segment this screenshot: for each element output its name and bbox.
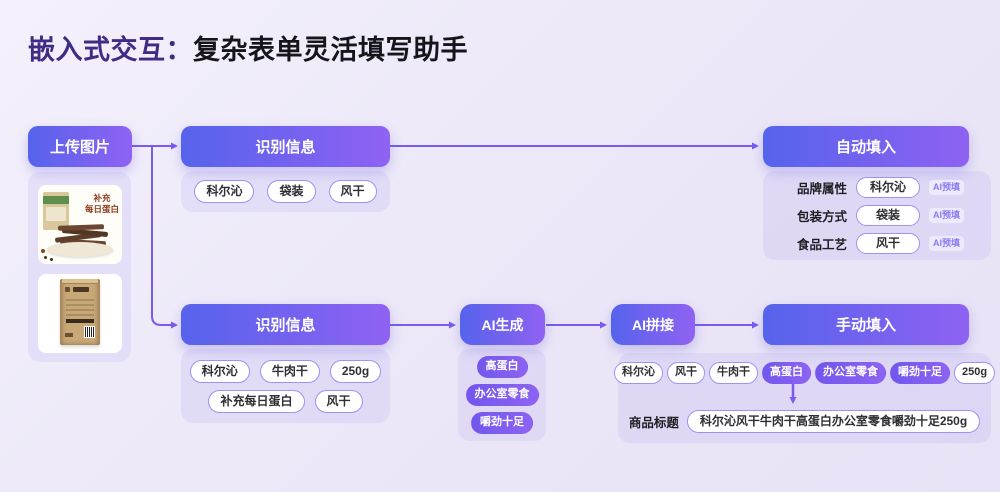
field-label: 品牌属性 (797, 182, 848, 196)
generated-tag-pill: 办公室零食 (465, 384, 539, 406)
auto-fill-button[interactable]: 自动填入 (763, 126, 969, 167)
field-value-pill[interactable]: 袋装 (856, 205, 921, 226)
field-label: 包装方式 (797, 210, 848, 224)
auto-fill-form-panel: 品牌属性 科尔沁 AI预填 包装方式 袋装 AI预填 食品工艺 风干 AI预填 (763, 171, 991, 260)
tag-pill: 风干 (666, 362, 705, 384)
generated-tag-pill: 嚼劲十足 (889, 362, 950, 384)
connector-upload-to-recognize-bottom (151, 146, 178, 329)
tag-pill: 科尔沁 (194, 180, 255, 203)
tag-pill: 牛肉干 (708, 362, 758, 384)
field-value-pill[interactable]: 科尔沁 (856, 177, 921, 198)
product-photo-back (38, 274, 122, 353)
tags-row: 科尔沁 牛肉干 250g (189, 359, 382, 383)
generated-tag-pill: 嚼劲十足 (471, 411, 533, 434)
page-title-highlight: 嵌入式交互： (28, 35, 193, 65)
ai-prefill-badge: AI预填 (929, 236, 965, 251)
tag-pill: 补充每日蛋白 (208, 389, 305, 413)
page-title: 嵌入式交互：复杂表单灵活填写助手 (28, 28, 468, 67)
tag-pill: 风干 (314, 389, 363, 413)
field-value-pill[interactable]: 风干 (856, 233, 921, 254)
ai-prefill-badge: AI预填 (929, 180, 965, 195)
product-title-row: 商品标题 科尔沁风干牛肉干高蛋白办公室零食嚼劲十足250g (618, 410, 991, 433)
photo-caption-line1: 补充 (93, 193, 111, 203)
tag-pill: 风干 (328, 180, 377, 203)
merged-tags-row: 科尔沁 风干 牛肉干 高蛋白 办公室零食 嚼劲十足 250g (613, 362, 996, 384)
ai-generate-tags-panel: 高蛋白 办公室零食 嚼劲十足 (458, 349, 546, 441)
tag-pill: 科尔沁 (189, 359, 250, 383)
ai-generate-button[interactable]: AI生成 (460, 304, 545, 345)
generated-tag-pill: 办公室零食 (814, 362, 886, 384)
recognize-info-top-tags-panel: 科尔沁 袋装 风干 (181, 171, 390, 212)
manual-fill-button[interactable]: 手动填入 (763, 304, 969, 345)
jerky-bag-graphic (43, 192, 69, 230)
ai-prefill-badge: AI预填 (929, 208, 965, 223)
tag-pill: 袋装 (267, 180, 316, 203)
kraft-bag-graphic (60, 279, 100, 345)
tag-pill: 科尔沁 (613, 362, 663, 384)
product-title-label: 商品标题 (628, 416, 679, 430)
recognize-info-bottom-button[interactable]: 识别信息 (181, 304, 390, 345)
tag-pill: 牛肉干 (259, 359, 320, 383)
form-field-row: 品牌属性 科尔沁 AI预填 (797, 177, 991, 198)
form-field-row: 包装方式 袋装 AI预填 (797, 205, 991, 226)
generated-tag-pill: 高蛋白 (476, 356, 528, 379)
photo-caption: 补充 每日蛋白 (85, 193, 119, 216)
generated-tag-pill: 高蛋白 (761, 362, 811, 384)
field-label: 食品工艺 (797, 238, 848, 252)
tags-row: 补充每日蛋白 风干 (208, 389, 363, 413)
upload-image-button[interactable]: 上传图片 (28, 126, 132, 167)
barcode-graphic (84, 326, 95, 338)
tag-pill: 250g (329, 359, 382, 383)
ai-merge-button[interactable]: AI拼接 (611, 304, 695, 345)
recognize-info-bottom-tags-panel: 科尔沁 牛肉干 250g 补充每日蛋白 风干 (181, 349, 390, 423)
tag-pill: 250g (953, 362, 996, 384)
product-photo-front: 补充 每日蛋白 (38, 185, 122, 264)
page-title-main: 复杂表单灵活填写助手 (193, 35, 468, 65)
plate-graphic (47, 242, 113, 257)
form-field-row: 食品工艺 风干 AI预填 (797, 233, 991, 254)
manual-fill-result-panel: 科尔沁 风干 牛肉干 高蛋白 办公室零食 嚼劲十足 250g 商品标题 科尔沁风… (613, 353, 996, 443)
product-title-value-pill[interactable]: 科尔沁风干牛肉干高蛋白办公室零食嚼劲十足250g (686, 410, 981, 433)
photo-caption-line2: 每日蛋白 (84, 204, 119, 215)
uploaded-images-panel: 补充 每日蛋白 (28, 172, 131, 362)
recognize-info-top-button[interactable]: 识别信息 (181, 126, 390, 167)
